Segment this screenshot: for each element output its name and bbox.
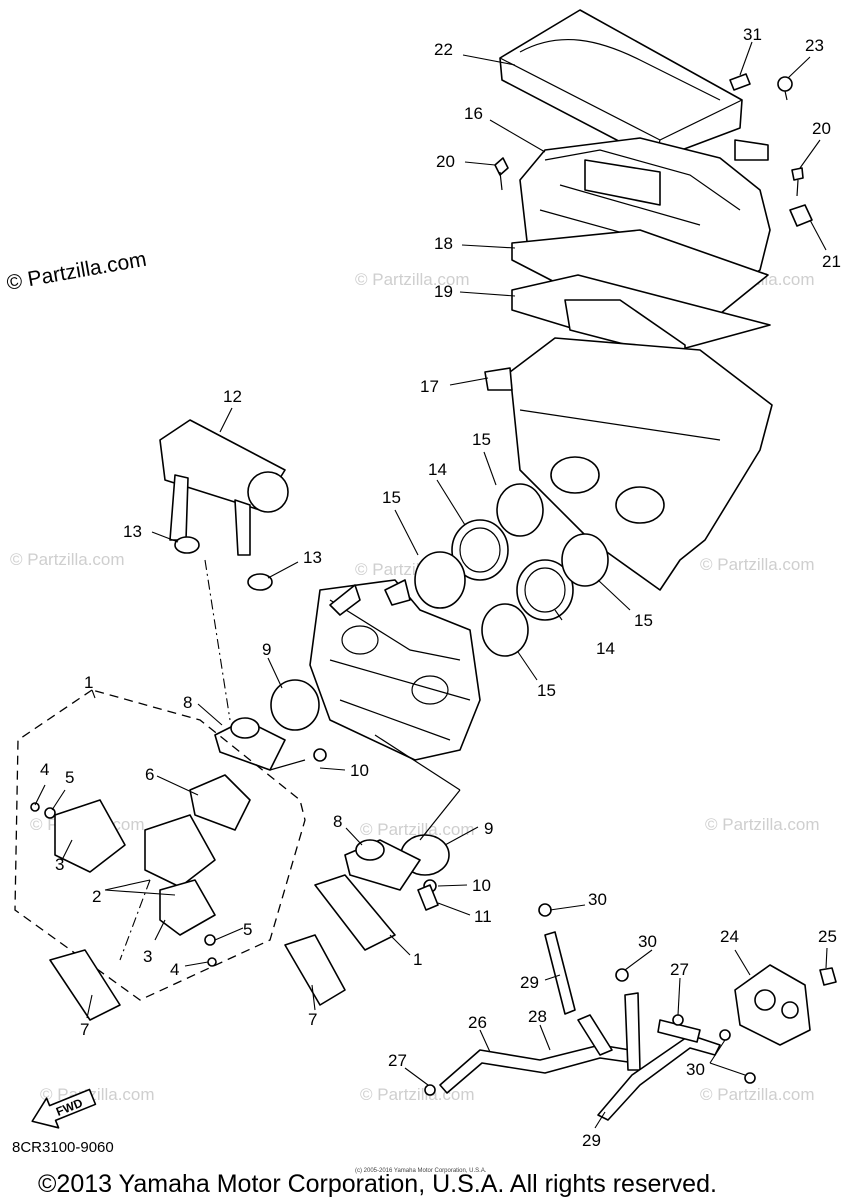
carburetor-assembly <box>309 579 481 761</box>
callout-29: 29 <box>520 973 539 992</box>
callout-13: 13 <box>303 548 322 567</box>
callout-1: 1 <box>413 950 422 969</box>
callout-10: 10 <box>350 761 369 780</box>
callout-5: 5 <box>243 920 252 939</box>
callout-15: 15 <box>537 681 556 700</box>
callout-1: 1 <box>84 673 93 692</box>
manifold-8 <box>214 717 421 891</box>
callout-8: 8 <box>183 693 192 712</box>
fuel-pump-24 <box>734 964 811 1046</box>
callout-30: 30 <box>686 1060 705 1079</box>
callout-14: 14 <box>428 460 447 479</box>
bolt-23 <box>777 76 793 101</box>
callout-4: 4 <box>170 960 179 979</box>
watermark-text: © Partzilla.com <box>700 1085 815 1104</box>
callout-7: 7 <box>80 1020 89 1039</box>
callout-9: 9 <box>262 640 271 659</box>
callout-10: 10 <box>472 876 491 895</box>
reed-parts <box>30 774 396 1021</box>
callout-14: 14 <box>596 639 615 658</box>
tank-12 <box>159 419 289 556</box>
watermark-text: © Partzilla.com <box>360 1085 475 1104</box>
clamp-13 <box>174 536 273 591</box>
callout-27: 27 <box>670 960 689 979</box>
callout-12: 12 <box>223 387 242 406</box>
callout-22: 22 <box>434 40 453 59</box>
band-15 <box>414 483 609 657</box>
callout-21: 21 <box>822 252 841 271</box>
joint-14 <box>451 519 574 621</box>
watermark-main: © Partzilla.com <box>5 248 148 295</box>
callout-27: 27 <box>388 1051 407 1070</box>
band-9 <box>270 679 450 876</box>
callout-13: 13 <box>123 522 142 541</box>
watermark-text: © Partzilla.com <box>700 555 815 574</box>
callout-30: 30 <box>588 890 607 909</box>
airbox-lower-17 <box>484 337 773 591</box>
callout-8: 8 <box>333 812 342 831</box>
diagram-code: 8CR3100-9060 <box>12 1139 114 1156</box>
callout-23: 23 <box>805 36 824 55</box>
screws-20 <box>494 157 804 197</box>
callout-19: 19 <box>434 282 453 301</box>
callout-11: 11 <box>474 907 492 926</box>
callout-18: 18 <box>434 234 453 253</box>
reed-assembly-boundary-1 <box>14 689 306 1001</box>
callout-25: 25 <box>818 927 837 946</box>
callout-numbers: 1 1 2 3 3 4 4 5 5 6 7 7 8 8 9 9 10 10 11… <box>40 25 841 1150</box>
watermark-text: © Partzilla.com <box>40 1085 155 1104</box>
plate-19 <box>511 274 771 361</box>
callout-15: 15 <box>382 488 401 507</box>
callout-2: 2 <box>92 887 101 906</box>
callout-28: 28 <box>528 1007 547 1026</box>
callout-24: 24 <box>720 927 739 946</box>
callout-6: 6 <box>145 765 154 784</box>
watermark-text: © Partzilla.com <box>355 270 470 289</box>
watermark-text: © Partzilla.com <box>360 820 475 839</box>
callout-16: 16 <box>464 104 483 123</box>
callout-15: 15 <box>634 611 653 630</box>
callout-17: 17 <box>420 377 439 396</box>
tiny-notice: (c) 2005-2016 Yamaha Motor Corporation, … <box>355 1168 487 1174</box>
airbox-cover-22 <box>499 9 743 161</box>
callout-31: 31 <box>743 25 762 44</box>
callout-20: 20 <box>436 152 455 171</box>
callout-7: 7 <box>308 1010 317 1029</box>
callout-29: 29 <box>582 1131 601 1150</box>
callout-30: 30 <box>638 932 657 951</box>
watermark-text: © Partzilla.com <box>705 815 820 834</box>
nut-25 <box>819 967 837 986</box>
callout-26: 26 <box>468 1013 487 1032</box>
callout-4: 4 <box>40 760 49 779</box>
callout-3: 3 <box>55 855 64 874</box>
callout-20: 20 <box>812 119 831 138</box>
airbox-element-31 <box>729 73 751 91</box>
leader-lines <box>34 41 828 1129</box>
callout-5: 5 <box>65 768 74 787</box>
watermark-text: © Partzilla.com <box>10 550 125 569</box>
callout-3: 3 <box>143 947 152 966</box>
callout-9: 9 <box>484 819 493 838</box>
copyright-notice: ©2013 Yamaha Motor Corporation, U.S.A. A… <box>38 1170 717 1198</box>
callout-15: 15 <box>472 430 491 449</box>
hoses <box>439 931 721 1121</box>
hose-11 <box>417 884 439 911</box>
fwd-arrow: FWD <box>31 1088 97 1129</box>
clip-21 <box>789 204 813 227</box>
